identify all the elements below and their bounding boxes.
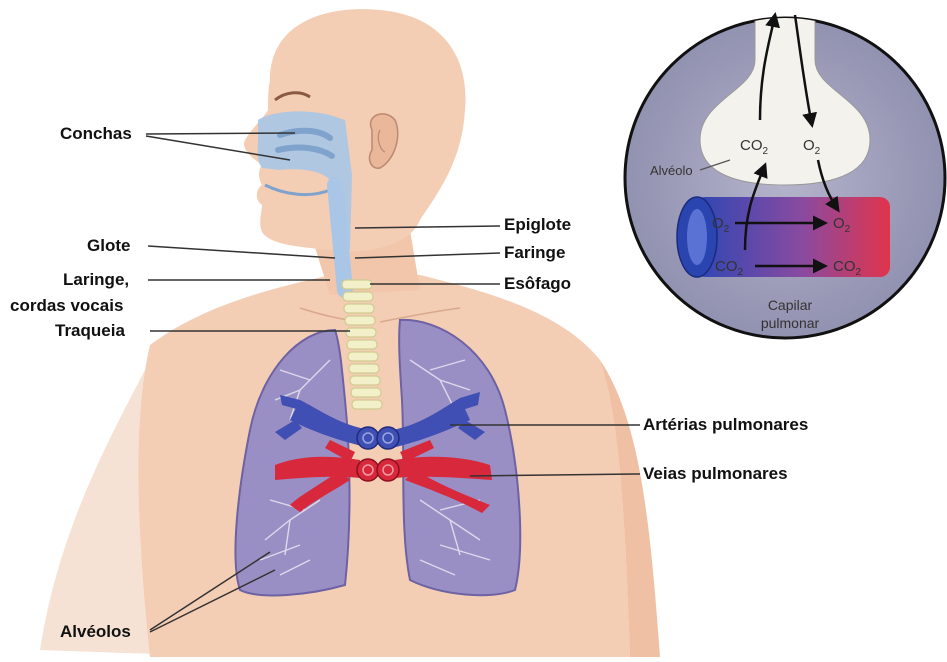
label-laringe: Laringe, (63, 270, 129, 290)
label-arterias-pulmonares: Artérias pulmonares (643, 415, 808, 435)
label-glote: Glote (87, 236, 130, 256)
label-conchas: Conchas (60, 124, 132, 144)
label-traqueia: Traqueia (55, 321, 125, 341)
label-epiglote: Epiglote (504, 215, 571, 235)
capilar-label-1: Capilar (768, 297, 813, 313)
co2-capillary-right: CO2 (833, 258, 862, 278)
o2-capillary-right: O2 (833, 215, 851, 235)
capilar-label-2: pulmonar (761, 315, 820, 331)
co2-alveolus: CO2 (740, 137, 769, 157)
o2-capillary-left: O2 (712, 215, 730, 235)
label-veias-pulmonares: Veias pulmonares (643, 464, 788, 484)
alveolo-label: Alvéolo (650, 163, 693, 178)
o2-alveolus: O2 (803, 137, 821, 157)
label-esofago: Esôfago (504, 274, 571, 294)
label-cordas-vocais: cordas vocais (10, 296, 123, 316)
label-faringe: Faringe (504, 243, 565, 263)
co2-capillary-left: CO2 (715, 258, 744, 278)
label-alveolos: Alvéolos (60, 622, 131, 642)
